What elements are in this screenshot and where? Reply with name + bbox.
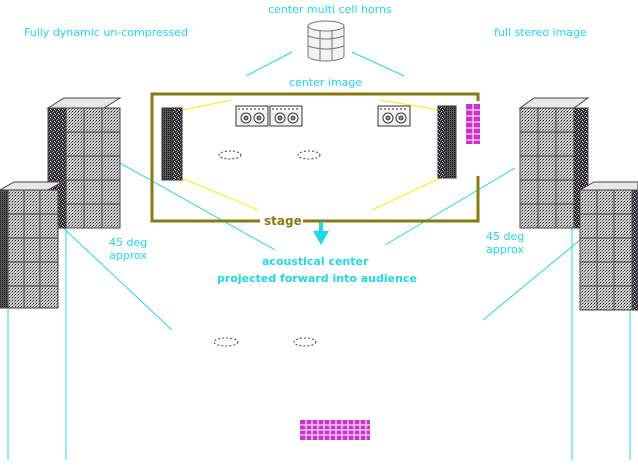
- dynamic-label: Fully dynamic un-compressed: [24, 26, 188, 39]
- speaker-cabinet-right-rear: [518, 97, 590, 229]
- stage-label-bg: [260, 214, 303, 228]
- projection-label: projected forward into audience: [217, 272, 417, 285]
- sightlines: [59, 51, 581, 331]
- speaker-cabinet-right-front: [578, 181, 638, 311]
- forward-arrow: [313, 222, 329, 245]
- center-image-label: center image: [289, 76, 363, 89]
- stage-sightlines: [181, 99, 441, 211]
- stereo-label: full stereo image: [494, 26, 587, 39]
- stage-magenta-panel: [466, 104, 480, 144]
- speaker-cabinet-left-front: [0, 181, 64, 309]
- angle-right-label-2: approx: [486, 243, 524, 256]
- audience-magenta-panel: [300, 420, 370, 440]
- listener-positions: [213, 150, 321, 347]
- stage-label: stage: [264, 214, 302, 228]
- center-horns-label: center multi cell horns: [268, 3, 392, 16]
- stage-column-right: [437, 105, 457, 179]
- acoustic-center-label: acoustical center: [262, 255, 369, 268]
- angle-left-label-2: approx: [109, 249, 147, 262]
- stage-amps: [235, 105, 411, 127]
- center-horn-cluster: [307, 20, 345, 62]
- stage-outline: [150, 92, 480, 223]
- angle-left-label-1: 45 deg: [109, 236, 148, 249]
- speaker-cabinet-left-rear: [46, 97, 122, 229]
- stage-column-left: [161, 107, 183, 181]
- floor-lines: [7, 228, 631, 460]
- angle-right-label-1: 45 deg: [486, 230, 525, 243]
